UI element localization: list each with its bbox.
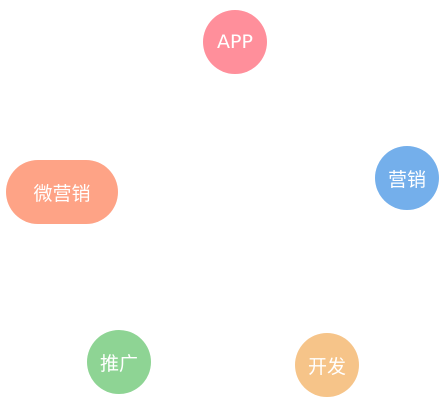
development-bubble-label: 开发 (307, 355, 346, 378)
promotion-bubble[interactable]: 推广 (87, 330, 151, 394)
marketing-bubble-label: 营销 (387, 168, 426, 191)
wechat-marketing-bubble[interactable]: 微营销 (6, 160, 118, 224)
app-bubble-label: APP (217, 31, 253, 53)
marketing-bubble[interactable]: 营销 (375, 146, 439, 210)
wechat-marketing-bubble-label: 微营销 (33, 182, 91, 205)
development-bubble[interactable]: 开发 (295, 333, 359, 397)
app-bubble[interactable]: APP (203, 10, 267, 74)
promotion-bubble-label: 推广 (99, 352, 138, 375)
